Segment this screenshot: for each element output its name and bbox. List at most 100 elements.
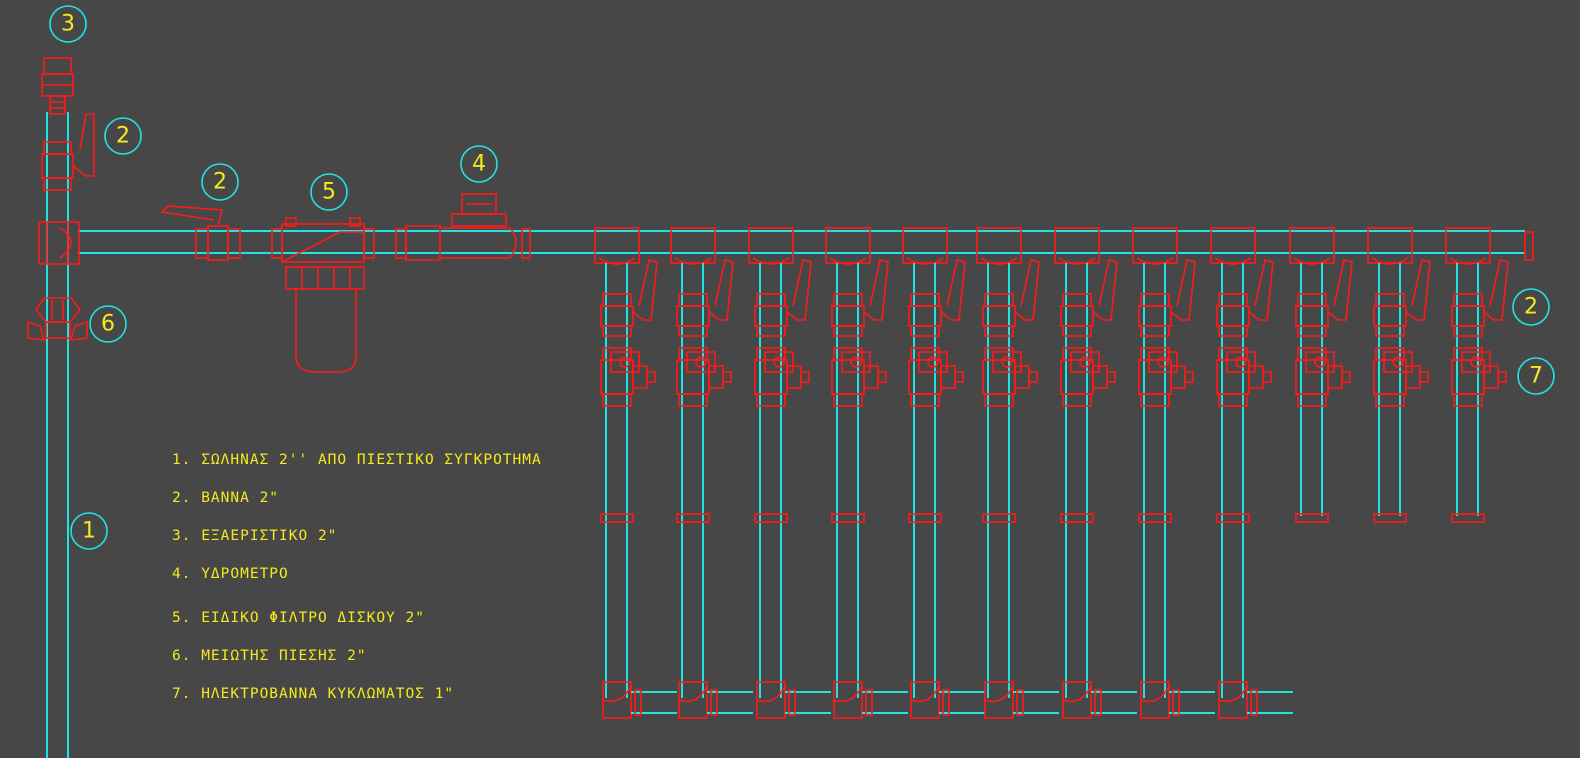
legend-item-2: 2. ΒΑΝΝΑ 2" [172,490,280,506]
solenoid-outlet [910,393,940,407]
solenoid-outlet [1453,393,1483,407]
solenoid-outlet [1062,393,1092,407]
solenoid-coil-knob [1392,356,1404,368]
solenoid-bonnet [1014,365,1030,389]
solenoid-bleed [877,371,887,383]
branch-outlet-ring [1016,689,1024,716]
branch-tee [1367,227,1413,264]
branch-valve-nut [1375,325,1405,337]
callout-label: 7 [1529,364,1543,389]
branch-tee-curve [674,257,712,265]
branch-elbow-curve [678,685,708,703]
solenoid-coil-knob [1001,356,1013,368]
branch-tee-curve [1214,257,1252,265]
solenoid-bonnet [786,365,802,389]
zone-branch [1210,227,1293,719]
branch-valve-handle [708,259,734,321]
solenoid-coil [764,351,794,373]
zone-branch [1054,227,1137,719]
solenoid-coil [992,351,1022,373]
legend-item-1: 1. ΣΩΛΗΝΑΣ 2'' ΑΠΟ ΠΙΕΣΤΙΚΟ ΣΥΓΚΡΟΤΗΜΑ [172,452,542,468]
branch-tee [1054,227,1100,264]
zone-branch [1132,227,1215,719]
branch-valve-handle [863,259,889,321]
branch-valve-nut [602,325,632,337]
solenoid-bleed [1184,371,1194,383]
zone-branch [1367,227,1431,523]
solenoid-bleed [1497,371,1507,383]
branch-valve-nut [1453,325,1483,337]
branch-tee [1289,227,1335,264]
branch-tee [976,227,1022,264]
branch-outlet-ring [788,689,796,716]
zone-branch [748,227,831,719]
solenoid-coil [610,351,640,373]
solenoid-outlet [1218,393,1248,407]
branch-coupling [831,513,865,523]
branch-tee [825,227,871,264]
branch-elbow-curve [756,685,786,703]
zone-branch [902,227,985,719]
branch-tee-curve [906,257,944,265]
branch-elbow-curve [910,685,940,703]
branch-coupling [1138,513,1172,523]
branch-coupling [1451,513,1485,523]
branch-coupling [1060,513,1094,523]
branch-tee [670,227,716,264]
callout-2-header: 2 [201,163,239,201]
branch-valve-handle [1014,259,1040,321]
branch-tee-curve [980,257,1018,265]
solenoid-coil-knob [773,356,785,368]
solenoid-bonnet [708,365,724,389]
solenoid-coil-knob [1079,356,1091,368]
branch-coupling [1373,513,1407,523]
solenoid-bleed [1341,371,1351,383]
solenoid-coil [1148,351,1178,373]
branch-coupling [676,513,710,523]
branch-valve-nut [833,325,863,337]
solenoid-coil [1305,351,1335,373]
solenoid-bleed [1419,371,1429,383]
solenoid-coil [1070,351,1100,373]
branch-valve-handle [1405,259,1431,321]
branch-valve-handle [786,259,812,321]
solenoid-coil [1383,351,1413,373]
branch-tee-curve [1058,257,1096,265]
callout-6: 6 [89,305,127,343]
branch-tee-curve [1449,257,1487,265]
solenoid-bleed [646,371,656,383]
legend-item-3: 3. ΕΞΑΕΡΙΣΤΙΚΟ 2" [172,528,338,544]
callout-4: 4 [460,145,498,183]
solenoid-outlet [833,393,863,407]
callout-label: 1 [82,519,96,544]
solenoid-bleed [1106,371,1116,383]
branch-valve-nut [1218,325,1248,337]
solenoid-outlet [602,393,632,407]
solenoid-bonnet [1405,365,1421,389]
branch-outlet-ring [710,689,718,716]
solenoid-bleed [800,371,810,383]
branch-tee [594,227,640,264]
branch-outlet-ring [1250,689,1258,716]
legend-item-6: 6. ΜΕΙΩΤΗΣ ΠΙΕΣΗΣ 2" [172,648,367,664]
solenoid-bonnet [632,365,648,389]
branch-elbow-curve [833,685,863,703]
solenoid-bleed [722,371,732,383]
branch-tee [902,227,948,264]
callout-label: 3 [61,12,75,37]
solenoid-coil [841,351,871,373]
branch-coupling [1216,513,1250,523]
callout-label: 2 [213,170,227,195]
callout-label: 4 [472,152,486,177]
branch-valve-handle [1483,259,1509,321]
branch-valve-nut [910,325,940,337]
solenoid-outlet [1140,393,1170,407]
junction-tee [38,221,80,265]
header-pipe [78,230,1525,254]
branch-tee [1210,227,1256,264]
solenoid-coil-knob [1470,356,1482,368]
branch-elbow-curve [602,685,632,703]
branch-valve-nut [1297,325,1327,337]
callout-label: 6 [101,312,115,337]
solenoid-bonnet [1327,365,1343,389]
